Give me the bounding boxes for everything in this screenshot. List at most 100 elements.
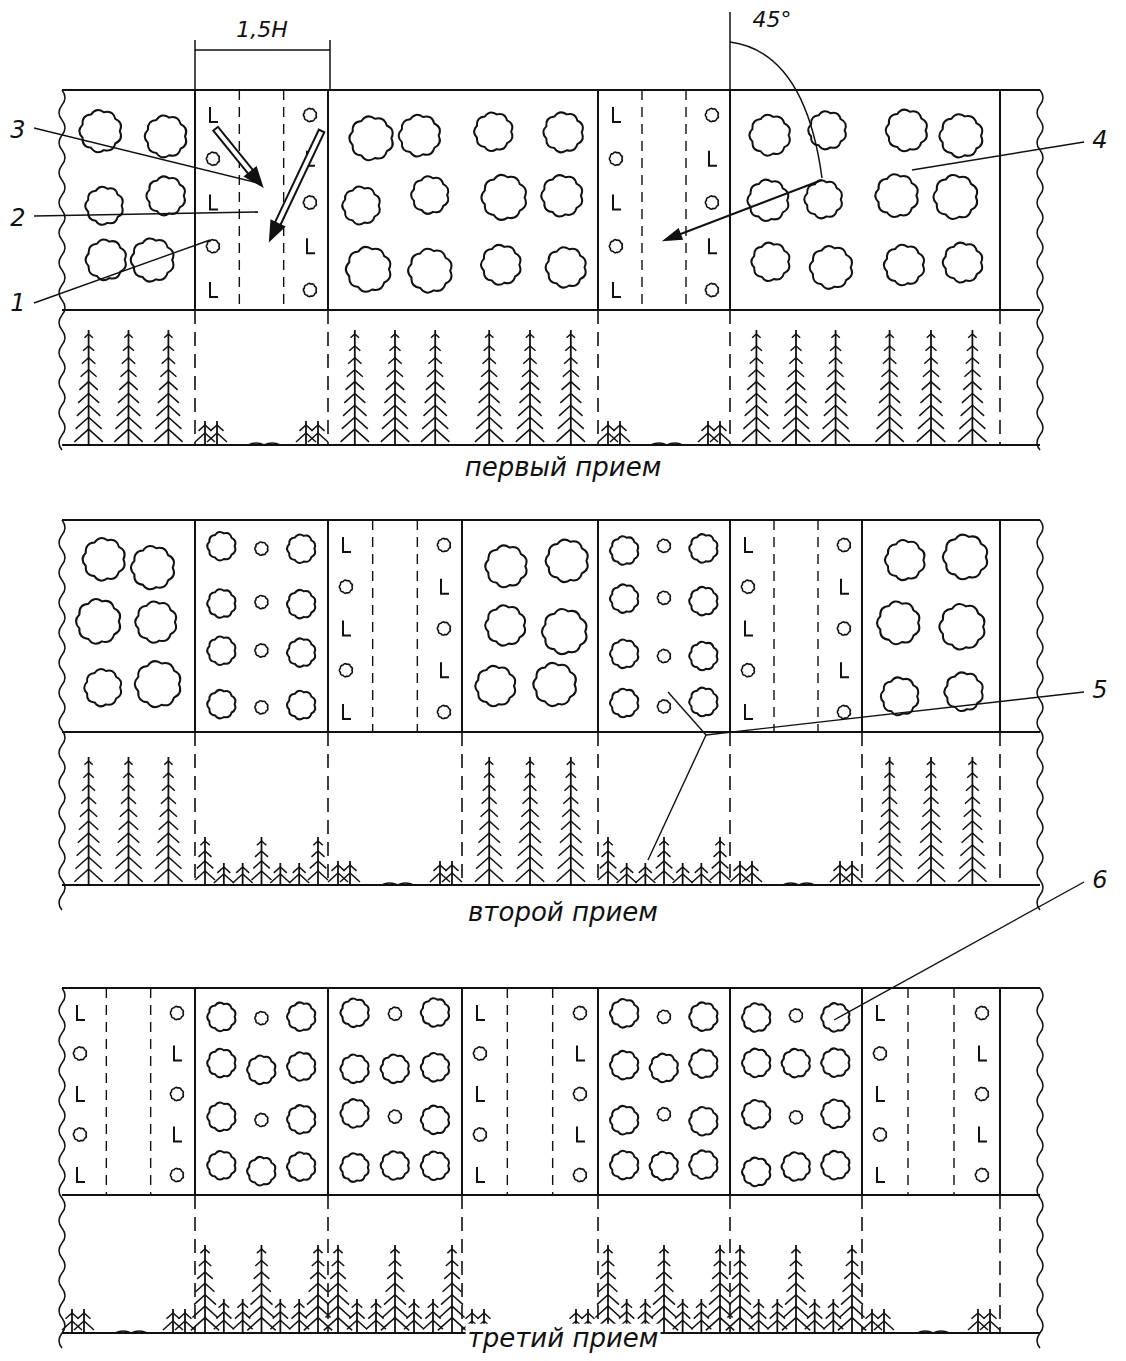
spruce-trunk — [663, 1245, 665, 1333]
ground-mark — [382, 883, 414, 885]
skid-trail — [239, 90, 240, 310]
tree-crown — [751, 243, 789, 281]
spruce-branch — [920, 833, 942, 843]
spruce-branch — [482, 797, 497, 804]
ground-line — [62, 444, 1040, 446]
spruce-branch — [341, 429, 369, 442]
stump-mark — [613, 107, 621, 122]
spruce-branch — [197, 1272, 213, 1279]
spruce-branch — [441, 1295, 463, 1305]
spruce-branch — [308, 433, 328, 442]
tree-crown — [705, 108, 718, 121]
strip-border — [861, 732, 863, 885]
spruce-branch — [252, 871, 272, 880]
callout-number: 5 — [1090, 677, 1109, 703]
tree-crown — [411, 176, 448, 214]
spruce-branch — [161, 797, 176, 804]
spruce-branch — [711, 1283, 730, 1291]
spruce-branch — [567, 761, 575, 765]
tree-crown — [837, 622, 850, 635]
spruce-branch — [344, 393, 365, 403]
spruce-symbol — [74, 330, 102, 445]
leader-line — [668, 692, 706, 735]
spruce-branch — [734, 1260, 746, 1266]
spruce-branch — [559, 405, 582, 416]
skid-trail — [773, 520, 774, 732]
stump-mark — [477, 1086, 485, 1101]
spruce-branch — [714, 1260, 726, 1266]
spruce-branch — [217, 867, 230, 873]
spruce-branch — [252, 1283, 271, 1291]
spruce-branch — [352, 1303, 363, 1308]
tree-crown — [943, 535, 987, 580]
spruce-branch — [83, 773, 93, 778]
break-line — [59, 90, 65, 450]
spruce-branch — [658, 1260, 670, 1266]
spruce-branch — [121, 797, 136, 804]
spruce-branch — [443, 1283, 462, 1291]
spruce-branch — [340, 873, 360, 882]
spruce-branch — [307, 1295, 329, 1305]
spruce-branch — [199, 1260, 211, 1266]
ground-mark — [115, 1331, 147, 1333]
tree-crown — [873, 1047, 886, 1060]
spruce-branch — [310, 861, 327, 868]
spruce-branch — [199, 851, 212, 857]
spruce-branch — [81, 797, 96, 804]
spruce-branch — [199, 425, 212, 431]
spruce-branch — [257, 1249, 266, 1253]
spruce-branch — [118, 393, 139, 403]
spruce-branch — [115, 857, 141, 869]
spruce-branch — [159, 821, 178, 830]
spruce-trunk — [795, 1245, 797, 1333]
tree-crown — [76, 599, 120, 644]
spruce-trunk — [719, 1245, 721, 1333]
tree-crown — [206, 152, 219, 165]
strip-border — [597, 988, 599, 1195]
spruce-symbol — [749, 1299, 769, 1333]
tree-crown — [399, 115, 440, 157]
tree-crown — [437, 622, 450, 635]
spruce-branch — [439, 1306, 464, 1317]
spruce-branch — [965, 797, 980, 804]
spruce-symbol — [673, 1299, 693, 1333]
spruce-branch — [154, 869, 182, 882]
spruce-branch — [714, 851, 727, 857]
spruce-branch — [788, 1272, 804, 1279]
spruce-symbol — [726, 1245, 754, 1333]
stump-mark — [441, 662, 449, 677]
spruce-branch — [154, 429, 182, 442]
spruce-branch — [424, 405, 447, 416]
spruce-symbol — [958, 330, 986, 445]
spruce-symbol — [875, 330, 903, 445]
tree-crown — [821, 1003, 849, 1032]
tree-crown — [207, 1103, 235, 1132]
spruce-branch — [839, 1306, 864, 1317]
tree-crown — [742, 1100, 770, 1129]
tree-crown — [340, 999, 368, 1028]
tree-crown — [84, 669, 121, 706]
spruce-branch — [673, 1320, 693, 1329]
spruce-branch — [160, 370, 176, 377]
spruce-branch — [866, 1313, 879, 1319]
tree-crown — [170, 1168, 183, 1181]
angle-arc — [730, 42, 822, 178]
tree-crown — [610, 584, 638, 613]
spruce-branch — [677, 1303, 688, 1308]
tree-crown — [657, 539, 670, 552]
spruce-branch — [162, 785, 175, 791]
spruce-symbol — [516, 757, 544, 885]
spruce-branch — [344, 865, 357, 871]
plot-border — [62, 519, 1040, 521]
tree-crown — [247, 1157, 275, 1186]
spruce-branch — [342, 417, 368, 429]
strip-border — [461, 1195, 463, 1333]
spruce-branch — [560, 833, 582, 843]
strip-border — [597, 1195, 599, 1333]
tree-crown — [207, 589, 235, 618]
spruce-branch — [76, 417, 102, 429]
spruce-branch — [308, 871, 328, 880]
spruce-branch — [752, 334, 760, 338]
spruce-branch — [881, 809, 898, 817]
spruce-branch — [972, 1313, 985, 1319]
